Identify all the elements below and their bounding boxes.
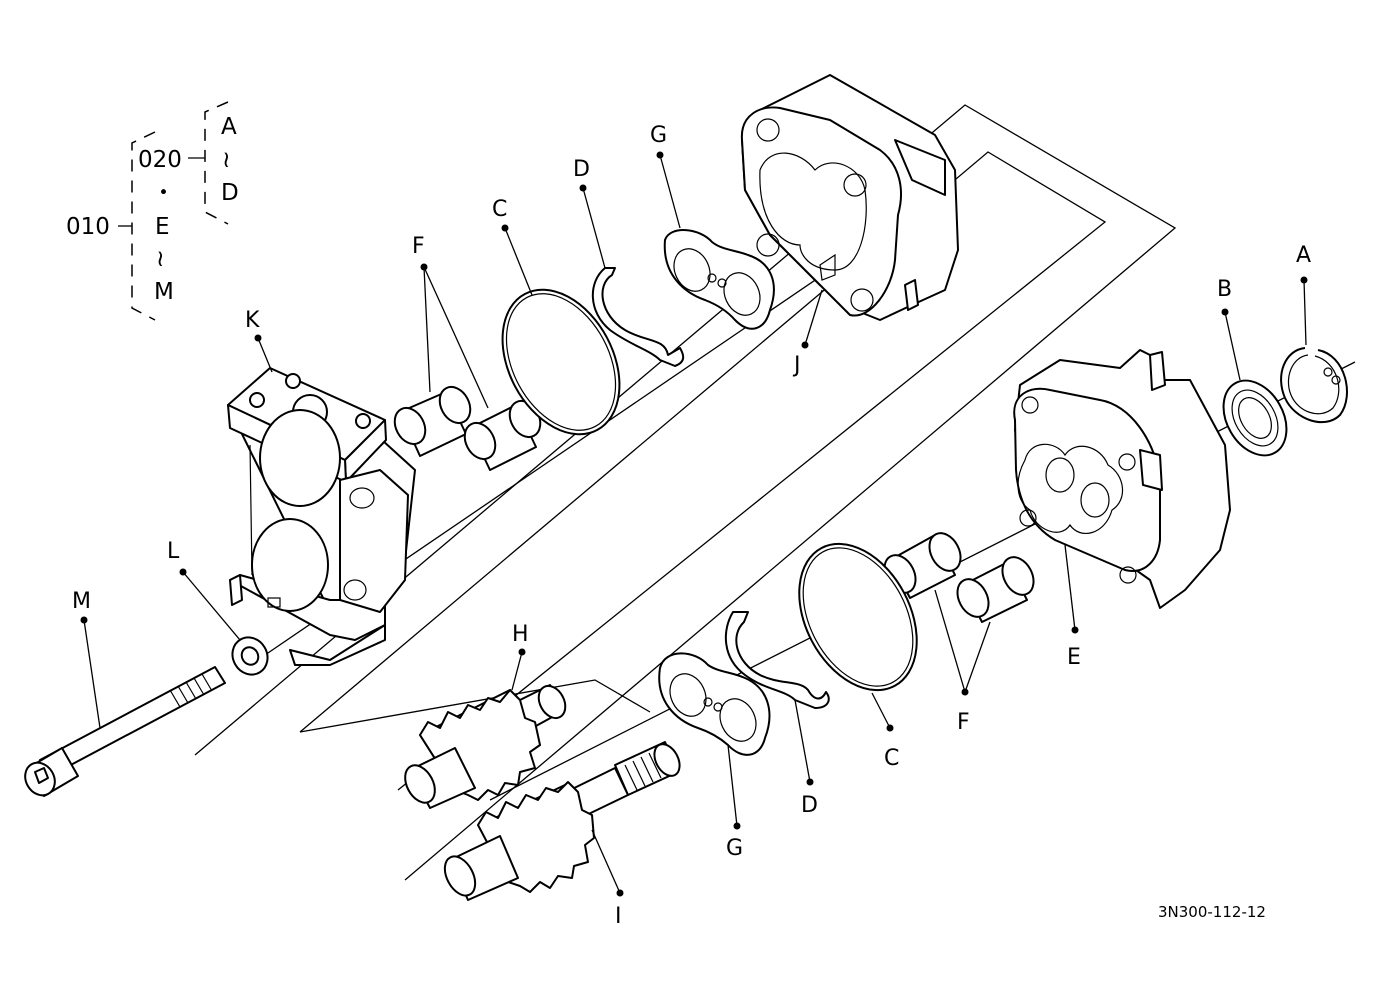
label-l: L	[167, 539, 180, 564]
label-j: J	[792, 353, 801, 378]
label-g-upper: G	[650, 123, 667, 148]
sub-range-tilde: ≀	[222, 147, 231, 173]
part-g-plate-lower	[658, 652, 771, 756]
label-f-upper: F	[412, 234, 425, 259]
label-h: H	[512, 622, 529, 647]
leader-lines	[80, 151, 1308, 897]
part-i-drive-gear	[443, 741, 681, 901]
parts-hierarchy-tree: 010 020 ・ A ≀ D E ≀ M	[66, 101, 239, 321]
label-f-lower: F	[957, 710, 970, 735]
hierarchy-separator-dot: ・	[152, 180, 175, 206]
sub-range-start: A	[221, 114, 237, 140]
label-g-lower: G	[726, 836, 743, 861]
root-range-end: M	[154, 279, 174, 305]
label-d-upper: D	[573, 157, 590, 182]
part-c-o-ring-lower	[798, 542, 918, 692]
label-d-lower: D	[801, 793, 818, 818]
part-d-backup-ring-upper	[591, 267, 685, 367]
part-f-bushing-lower-1	[883, 532, 962, 599]
label-m: M	[72, 589, 91, 614]
part-m-bolt	[24, 666, 226, 797]
label-b: B	[1217, 277, 1232, 302]
sub-range-end: D	[221, 180, 239, 206]
label-c-lower: C	[884, 746, 899, 771]
part-j-gear-body	[740, 74, 959, 321]
part-d-backup-ring-lower	[724, 611, 830, 709]
hierarchy-root-010: 010	[66, 214, 110, 240]
label-i: I	[615, 904, 622, 929]
label-a: A	[1296, 243, 1311, 268]
part-h-driven-gear	[404, 684, 567, 809]
part-e-front-cover	[1013, 349, 1231, 609]
part-g-plate-upper	[663, 229, 775, 330]
label-e: E	[1067, 645, 1081, 670]
root-range-tilde: ≀	[156, 246, 165, 272]
root-range-start: E	[155, 214, 170, 240]
label-k: K	[245, 308, 260, 333]
part-f-bushing-upper-1	[393, 385, 472, 457]
part-f-bushing-lower-2	[956, 556, 1035, 623]
drawing-code: 3N300-112-12	[1158, 903, 1266, 921]
part-b-oil-seal	[1222, 379, 1288, 457]
part-k-housing	[227, 367, 416, 666]
hierarchy-sub-020: 020	[138, 147, 182, 173]
part-c-o-ring-upper	[501, 288, 621, 436]
part-labels: A B C D G F K J L M H E F C D G I	[72, 123, 1311, 929]
part-l-washer	[231, 636, 269, 676]
part-a-snap-ring	[1280, 347, 1348, 424]
label-c-upper: C	[492, 197, 507, 222]
